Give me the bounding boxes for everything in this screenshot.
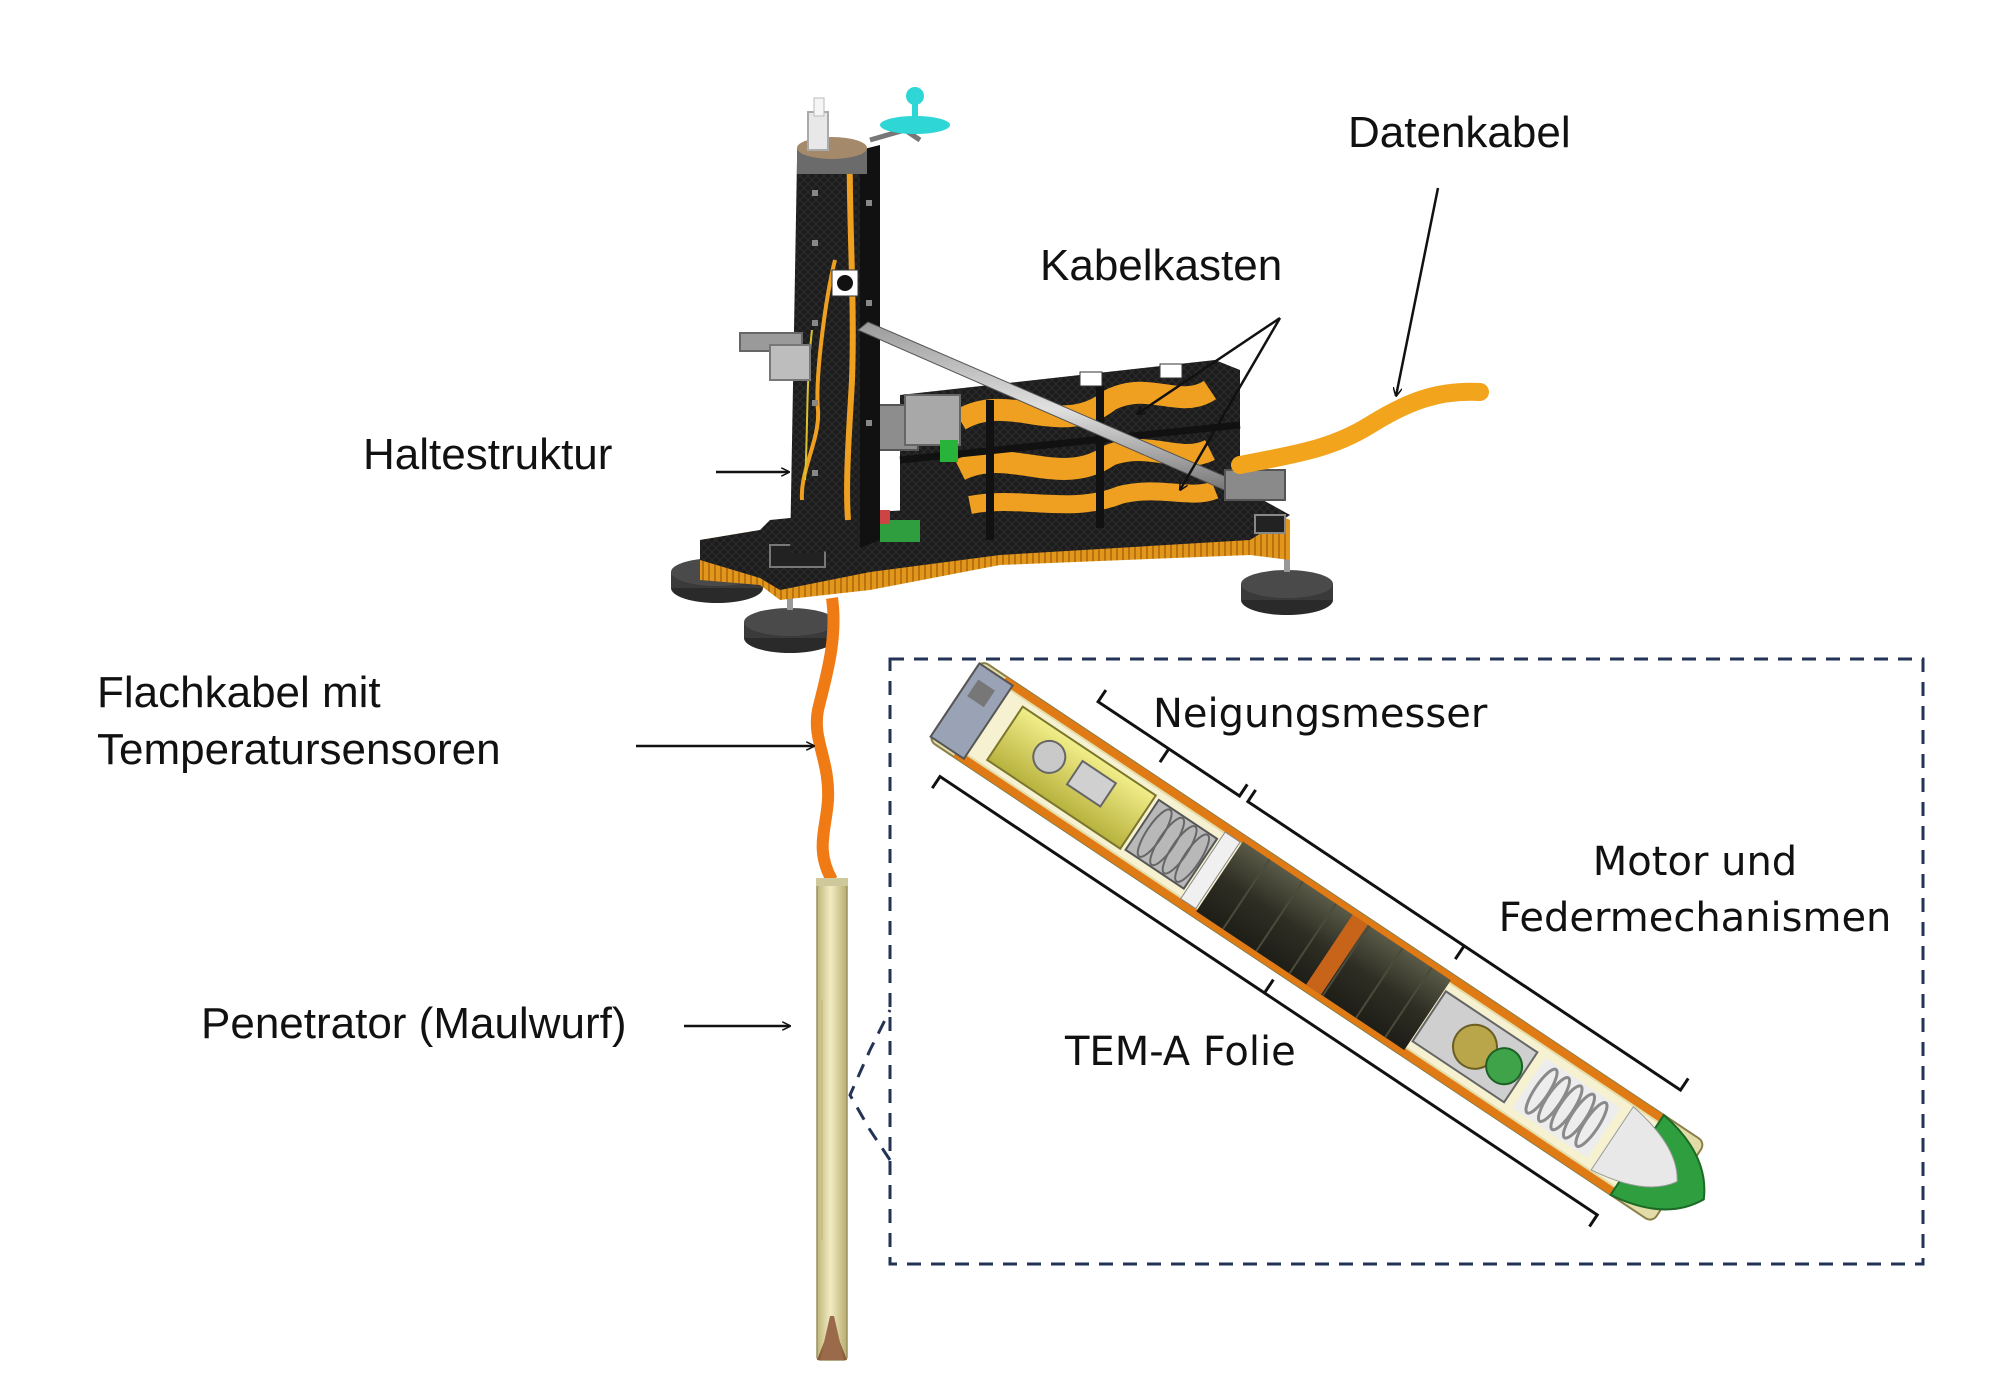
label-flachkabel: Flachkabel mit Temperatursensoren — [97, 664, 501, 778]
label-flachkabel-line1: Flachkabel mit — [97, 668, 381, 717]
support-structure — [671, 87, 1489, 653]
cable-box — [899, 360, 1241, 555]
penetrator-detail-inset — [848, 657, 1925, 1266]
label-datenkabel: Datenkabel — [1348, 108, 1571, 157]
arrow-datenkabel — [1396, 187, 1440, 396]
arrow-kabelkasten-2 — [1180, 317, 1282, 490]
label-neigungsmesser: Neigungsmesser — [1153, 691, 1488, 737]
label-flachkabel-line2: Temperatursensoren — [97, 725, 501, 775]
inset-border — [888, 657, 1925, 1266]
label-motor: Motor und Federmechanismen — [1485, 834, 1905, 946]
bracket-tem-a — [930, 774, 1600, 1228]
vertical-mast — [739, 87, 950, 555]
label-motor-line1: Motor und — [1592, 839, 1798, 885]
arrow-kabelkasten-1 — [1137, 316, 1281, 414]
label-tem-a-folie: TEM-A Folie — [1065, 1029, 1296, 1075]
label-penetrator: Penetrator (Maulwurf) — [201, 999, 627, 1048]
data-cable — [1231, 382, 1489, 474]
penetrator-cutaway — [929, 662, 1706, 1228]
label-motor-line2: Federmechanismen — [1498, 895, 1892, 941]
label-kabelkasten: Kabelkasten — [1040, 241, 1283, 290]
annotation-arrows — [636, 187, 1440, 1026]
support-feet — [671, 545, 1333, 653]
inset-leader — [848, 1009, 892, 1161]
flat-cable — [810, 597, 840, 883]
penetrator-mole — [816, 878, 848, 1361]
mast-bolts — [812, 190, 872, 476]
label-haltestruktur: Haltestruktur — [363, 430, 613, 479]
